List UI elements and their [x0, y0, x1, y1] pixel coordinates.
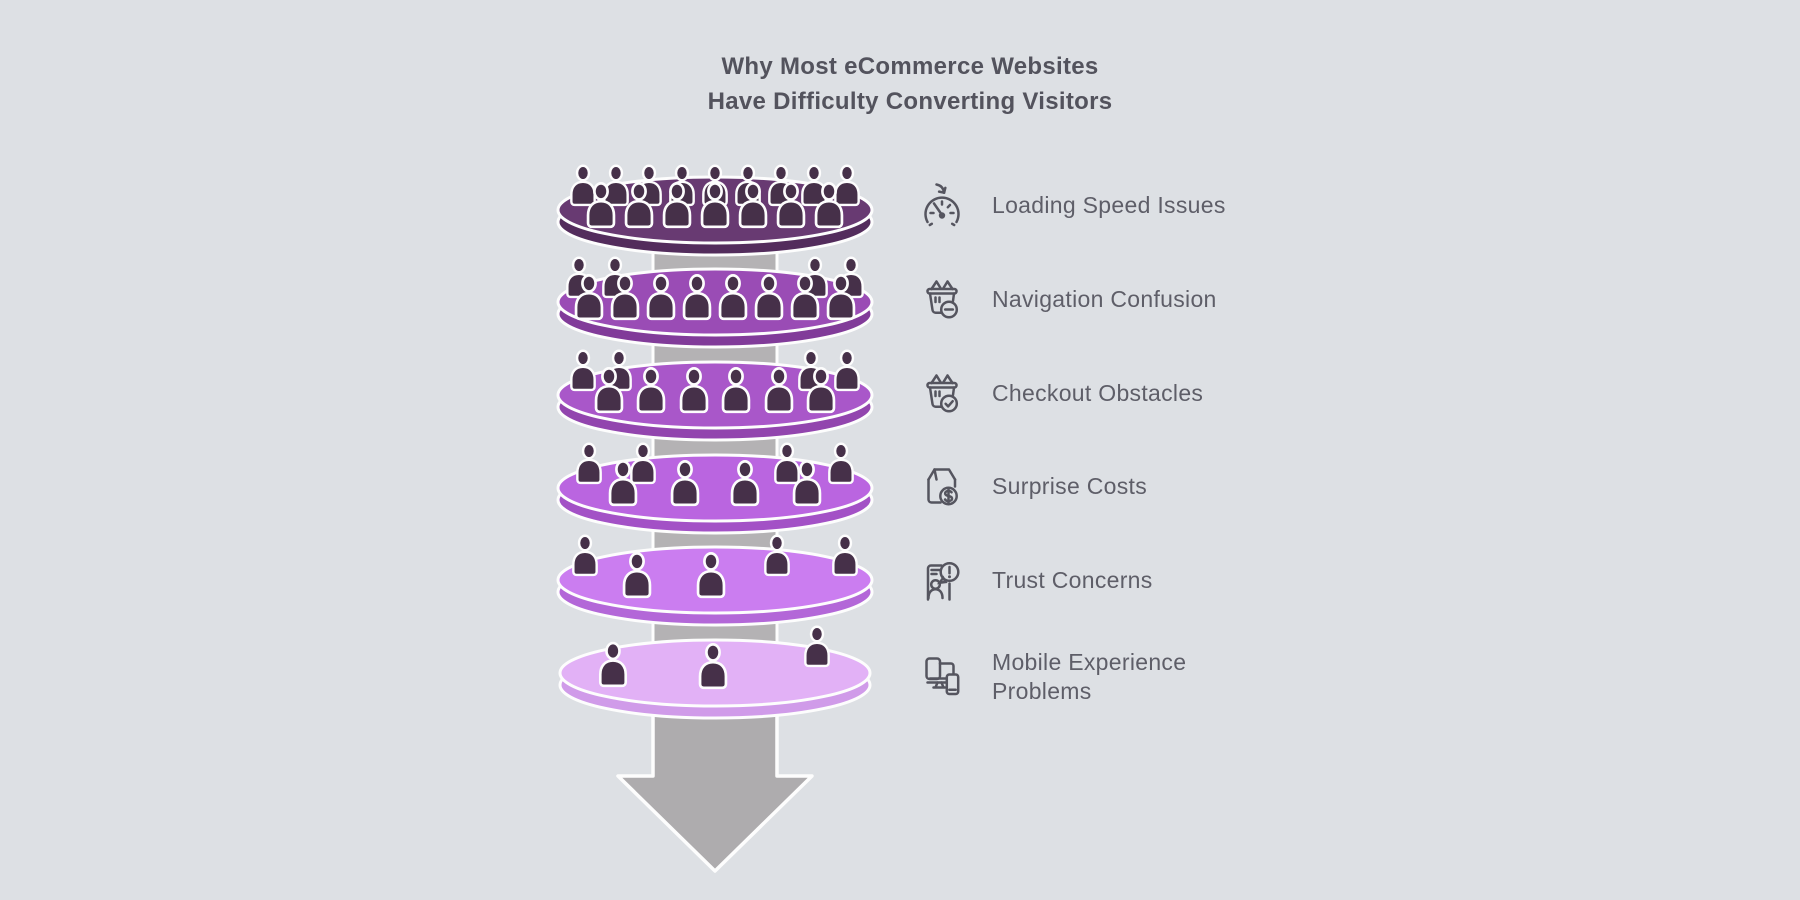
- funnel-stage-6: [558, 625, 872, 720]
- reason-trust: Trust Concerns: [918, 557, 1153, 605]
- reason-label: Trust Concerns: [992, 567, 1153, 594]
- funnel-stage-1-people: [570, 164, 860, 229]
- reason-label: Surprise Costs: [992, 473, 1148, 500]
- reason-checkout: Checkout Obstacles: [918, 370, 1203, 418]
- funnel-stage-3: [556, 349, 874, 442]
- person-alert-icon: [926, 561, 960, 601]
- reason-label: Loading Speed Issues: [992, 192, 1226, 219]
- funnel-stage-2: [556, 256, 874, 349]
- funnel-stage-4: [556, 442, 874, 535]
- funnel-graphic: [556, 164, 874, 873]
- reason-navigation: Navigation Confusion: [918, 276, 1217, 324]
- reason-label: Checkout Obstacles: [992, 380, 1204, 407]
- funnel-stage-1: [556, 164, 874, 257]
- page-title: Why Most eCommerce Websites Have Difficu…: [708, 50, 1113, 120]
- funnel-stage-5: [556, 534, 874, 627]
- title-line-1: Why Most eCommerce Websites: [721, 53, 1099, 80]
- reason-mobile: Mobile Experience Problems: [918, 646, 1217, 708]
- reason-label: Mobile Experience Problems: [992, 648, 1187, 704]
- basket-check-icon: [926, 374, 959, 413]
- speedometer-icon: [924, 183, 960, 227]
- bag-dollar-icon: [927, 468, 958, 506]
- reason-surprise-costs: Surprise Costs: [918, 463, 1147, 511]
- title-line-2: Have Difficulty Converting Visitors: [707, 87, 1113, 115]
- reason-loading-speed: Loading Speed Issues: [918, 182, 1226, 230]
- stage-4-disc: [556, 453, 874, 523]
- reason-label: Navigation Confusion: [992, 286, 1217, 313]
- devices-icon: [925, 657, 960, 696]
- stage-3-disc: [556, 360, 874, 430]
- basket-minus-icon: [926, 280, 959, 319]
